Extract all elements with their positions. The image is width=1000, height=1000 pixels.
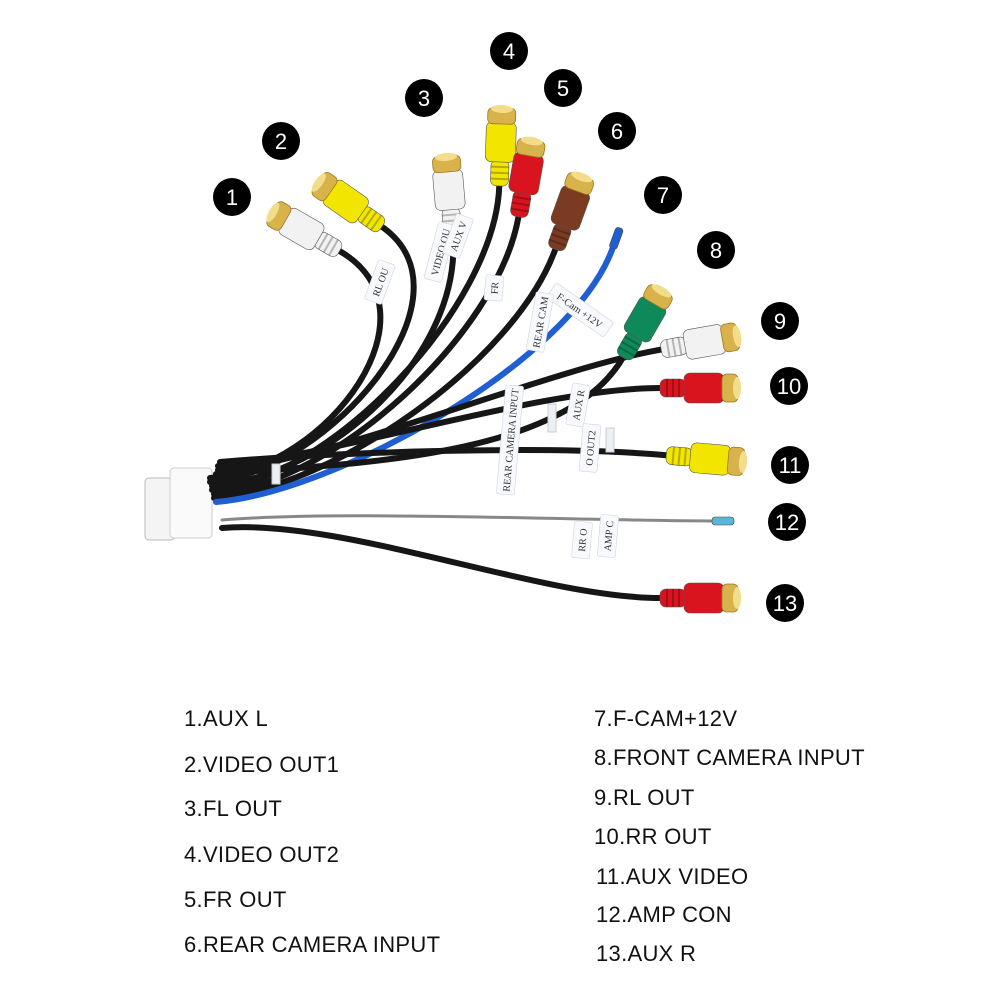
- wire-4: [209, 182, 503, 493]
- cable-tag-text: FR: [489, 281, 501, 294]
- number-badge-5: 5: [544, 69, 582, 107]
- harness-connector-body: [169, 467, 213, 539]
- rca-plug-8: [617, 284, 673, 361]
- number-badge-7-text: 7: [657, 183, 669, 208]
- legend-item: 8.FRONT CAMERA INPUT: [594, 745, 865, 770]
- legend-item: 13.AUX R: [596, 941, 697, 966]
- cable-tag: AMP C: [597, 514, 619, 558]
- rca-plug-11: [665, 442, 748, 476]
- zip-tie: [271, 463, 281, 485]
- rca-plug-13: [659, 582, 741, 614]
- legend-item: 2.VIDEO OUT1: [184, 752, 340, 777]
- rca-plug-6: [548, 171, 595, 251]
- cable-tag: REAR CAM: [526, 291, 554, 353]
- wire-6: [211, 246, 559, 501]
- rca-plug-5: [508, 136, 546, 218]
- number-badge-2-text: 2: [275, 129, 287, 154]
- rca-plug-10: [659, 372, 741, 404]
- number-badge-3: 3: [405, 79, 443, 117]
- number-badge-10: 10: [770, 367, 808, 405]
- rca-plug-7: [609, 227, 624, 250]
- zip-tie: [605, 427, 615, 453]
- number-badge-6: 6: [598, 112, 636, 150]
- wire-13: [219, 524, 663, 601]
- number-badge-11-text: 11: [779, 453, 802, 478]
- rca-plug-4: [485, 104, 517, 187]
- cable-tag: AUX R: [565, 382, 591, 428]
- number-badge-4: 4: [490, 32, 528, 70]
- number-badge-1: 1: [213, 178, 251, 216]
- number-badge-12-text: 12: [775, 510, 799, 535]
- number-badge-12: 12: [768, 503, 806, 541]
- rca-plug-9: [660, 322, 742, 360]
- wire-5: [211, 213, 522, 497]
- number-badge-6-text: 6: [611, 119, 623, 144]
- cable-tag: RL OU: [364, 259, 396, 305]
- rca-plug-2: [311, 172, 385, 233]
- legend-item: 11.AUX VIDEO: [596, 864, 749, 889]
- legend-item: 7.F-CAM+12V: [594, 706, 738, 731]
- number-badge-10-text: 10: [777, 374, 801, 399]
- number-badge-11: 11: [771, 446, 809, 484]
- number-badge-13: 13: [766, 584, 804, 622]
- number-badge-4-text: 4: [503, 39, 515, 64]
- number-badge-8: 8: [697, 231, 735, 269]
- legend-item: 9.RL OUT: [594, 785, 695, 810]
- cable-tag: FR: [483, 274, 505, 302]
- legend-item: 4.VIDEO OUT2: [184, 842, 340, 867]
- legend-item: 12.AMP CON: [596, 902, 732, 927]
- cable-tag: RR O: [571, 520, 593, 560]
- number-badge-3-text: 3: [418, 86, 430, 111]
- number-badge-9-text: 9: [774, 309, 786, 334]
- number-badge-8-text: 8: [710, 238, 722, 263]
- rca-plug-12: [711, 516, 735, 526]
- legend-item: 6.REAR CAMERA INPUT: [184, 932, 441, 957]
- cable-tag-text: AUX R: [571, 389, 587, 422]
- number-badge-1-text: 1: [226, 185, 238, 210]
- number-badge-7: 7: [644, 176, 682, 214]
- cable-tag-text: O OUT2: [584, 430, 598, 466]
- rca-plugs: [266, 104, 748, 614]
- cable-tag: REAR CAMERA INPUT: [496, 384, 524, 496]
- wire-12: [220, 514, 714, 523]
- legend-item: 5.FR OUT: [184, 887, 287, 912]
- rca-plug-1: [266, 201, 343, 257]
- number-badge-2: 2: [262, 122, 300, 160]
- cable-tag: O OUT2: [578, 423, 602, 473]
- number-badge-5-text: 5: [557, 76, 569, 101]
- legend-item: 1.AUX L: [184, 706, 269, 731]
- cable-tag-text: AMP C: [603, 520, 617, 552]
- cable-tag-text: RR O: [577, 528, 590, 552]
- zip-tie: [547, 403, 557, 433]
- number-badge-9: 9: [761, 302, 799, 340]
- legend-item: 3.FL OUT: [184, 796, 283, 821]
- harness-wires: [144, 182, 714, 601]
- legend-item: 10.RR OUT: [594, 824, 712, 849]
- number-badge-13-text: 13: [773, 591, 797, 616]
